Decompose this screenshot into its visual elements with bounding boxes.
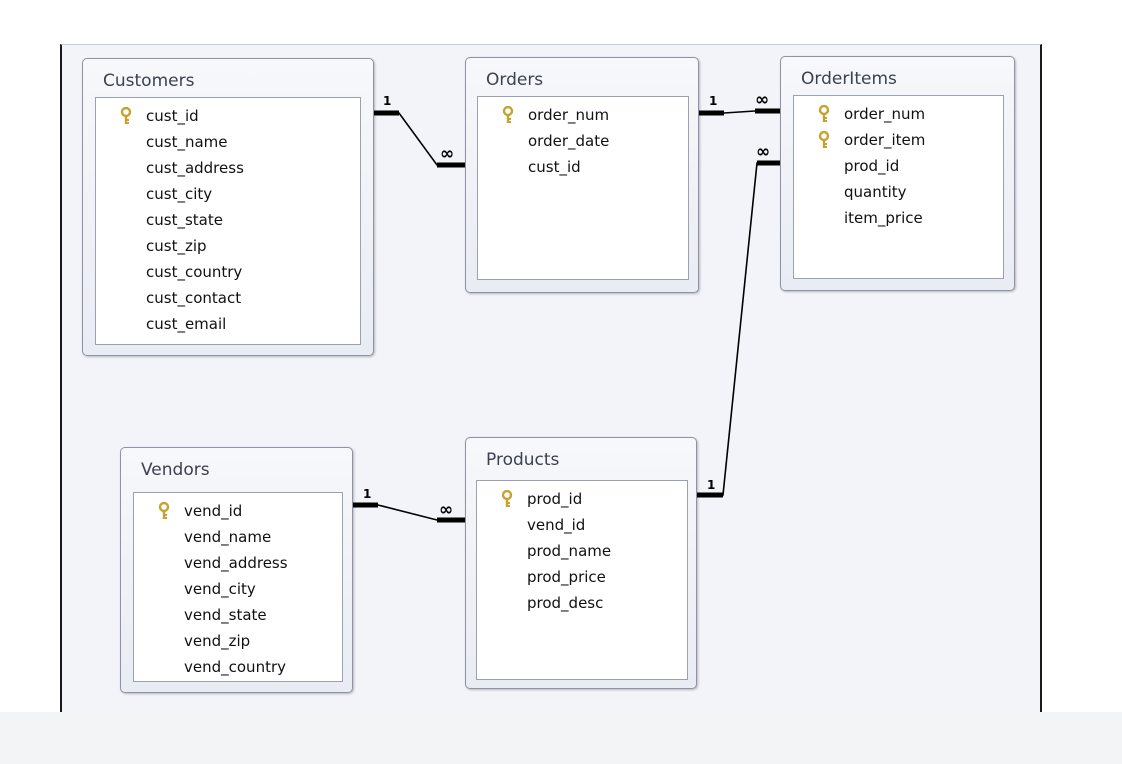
cardinality-many-label: ∞ [755, 90, 769, 110]
primary-key-icon [818, 131, 830, 148]
field-row[interactable]: vend_country [134, 654, 342, 680]
field-name: prod_desc [527, 594, 604, 612]
field-list: prod_id vend_id prod_name prod_price prod_de… [476, 480, 688, 680]
field-list: order_num order_item prod_id quantity item_p… [793, 95, 1004, 279]
cardinality-many-label: ∞ [439, 500, 453, 520]
cardinality-one-label: 1 [707, 478, 715, 492]
field-name: vend_address [184, 554, 288, 572]
field-row[interactable]: order_num [478, 102, 688, 128]
field-row[interactable]: cust_country [96, 259, 360, 285]
field-list: order_num order_date cust_id [477, 96, 689, 280]
field-row[interactable]: vend_name [134, 524, 342, 550]
field-name: cust_id [146, 107, 199, 125]
field-name: item_price [844, 209, 923, 227]
field-name: order_item [844, 131, 926, 149]
field-name: cust_address [146, 159, 244, 177]
table-title: Products [486, 450, 560, 470]
cardinality-one-label: 1 [363, 487, 371, 501]
field-row[interactable]: prod_name [477, 538, 687, 564]
relationship-vendors-products[interactable]: 1 ∞ [353, 487, 465, 523]
field-row[interactable]: prod_price [477, 564, 687, 590]
field-row[interactable]: order_num [794, 101, 1003, 127]
field-name: vend_city [184, 580, 256, 598]
field-row[interactable]: prod_desc [477, 590, 687, 616]
field-name: order_num [844, 105, 926, 123]
table-title: Orders [486, 70, 544, 90]
field-row[interactable]: cust_id [478, 154, 688, 180]
primary-key-icon [120, 107, 132, 124]
field-name: vend_id [184, 502, 243, 520]
field-name: vend_name [184, 528, 272, 546]
field-row[interactable]: vend_address [134, 550, 342, 576]
field-name: cust_zip [146, 237, 207, 255]
relationship-products-orderitems[interactable]: 1 ∞ [697, 142, 780, 498]
field-row[interactable]: vend_state [134, 602, 342, 628]
relationship-customers-orders[interactable]: 1 ∞ [374, 94, 465, 168]
field-name: order_num [528, 106, 610, 124]
field-name: prod_id [527, 490, 583, 508]
field-name: cust_name [146, 133, 228, 151]
field-row[interactable]: prod_id [794, 153, 1003, 179]
field-name: prod_price [527, 568, 606, 586]
bottom-strip [0, 712, 1122, 764]
field-row[interactable]: prod_id [477, 486, 687, 512]
cardinality-many-label: ∞ [440, 144, 454, 164]
field-row[interactable]: cust_id [96, 103, 360, 129]
field-row[interactable]: vend_id [134, 498, 342, 524]
field-name: cust_contact [146, 289, 242, 307]
field-name: cust_email [146, 315, 227, 333]
primary-key-icon [158, 502, 170, 519]
field-row[interactable]: cust_address [96, 155, 360, 181]
field-name: vend_zip [184, 632, 251, 650]
field-row[interactable]: vend_id [477, 512, 687, 538]
field-name: vend_state [184, 606, 267, 624]
field-row[interactable]: cust_contact [96, 285, 360, 311]
field-row[interactable]: quantity [794, 179, 1003, 205]
field-name: prod_name [527, 542, 612, 560]
field-row[interactable]: cust_state [96, 207, 360, 233]
field-row[interactable]: vend_city [134, 576, 342, 602]
table-title: OrderItems [801, 69, 897, 89]
field-name: vend_id [527, 516, 586, 534]
field-row[interactable]: order_date [478, 128, 688, 154]
table-orders[interactable]: Orders order_num order_date cust_id [465, 57, 699, 293]
table-title: Customers [103, 71, 195, 91]
field-name: quantity [844, 183, 907, 201]
primary-key-icon [818, 105, 830, 122]
field-name: cust_id [528, 158, 581, 176]
cardinality-one-label: 1 [383, 94, 391, 108]
field-row[interactable]: vend_zip [134, 628, 342, 654]
field-name: cust_state [146, 211, 223, 229]
field-row[interactable]: cust_zip [96, 233, 360, 259]
relationship-orders-orderitems[interactable]: 1 ∞ [699, 90, 780, 116]
cardinality-one-label: 1 [709, 94, 717, 108]
field-name: prod_id [844, 157, 900, 175]
primary-key-icon [502, 106, 514, 123]
field-name: vend_country [184, 658, 286, 676]
primary-key-icon [501, 490, 513, 507]
field-row[interactable]: item_price [794, 205, 1003, 231]
cardinality-many-label: ∞ [756, 142, 770, 162]
table-title: Vendors [141, 460, 210, 480]
table-products[interactable]: Products prod_id vend_id prod_name prod_pri… [465, 437, 697, 689]
field-name: cust_city [146, 185, 213, 203]
field-name: cust_country [146, 263, 243, 281]
field-row[interactable]: cust_city [96, 181, 360, 207]
field-row[interactable]: cust_email [96, 311, 360, 337]
field-row[interactable]: cust_name [96, 129, 360, 155]
field-name: order_date [528, 132, 610, 150]
field-row[interactable]: order_item [794, 127, 1003, 153]
